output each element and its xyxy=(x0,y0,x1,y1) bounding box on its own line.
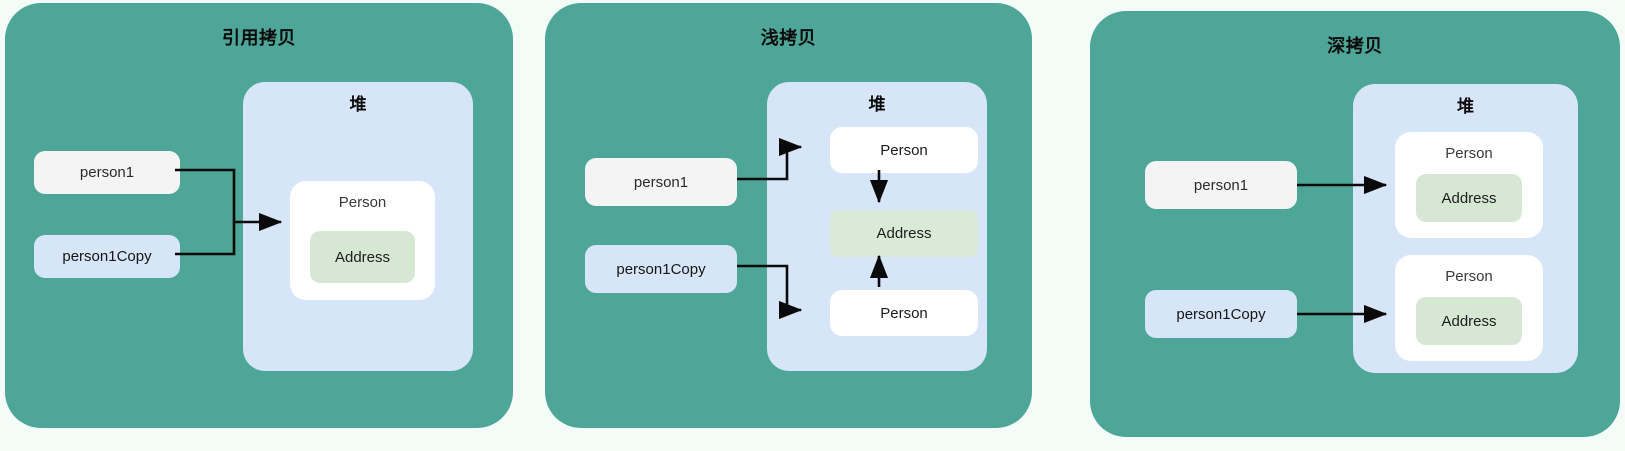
variable-person1copy: person1Copy xyxy=(1145,290,1297,338)
panel-reference-copy: 引用拷贝 堆 Person Address person1 person1Cop… xyxy=(5,3,513,428)
person-object-card-top: Person Address xyxy=(1395,132,1543,238)
person-object-card: Person Address xyxy=(290,181,435,300)
address-field: Address xyxy=(310,231,415,283)
person-object-top: Person xyxy=(830,127,978,173)
variable-person1copy: person1Copy xyxy=(585,245,737,293)
variable-person1: person1 xyxy=(34,151,180,194)
heap-region: 堆 Person Address Person xyxy=(767,82,987,371)
person-object-card-bottom: Person Address xyxy=(1395,255,1543,361)
heap-region: 堆 Person Address xyxy=(243,82,473,371)
variable-person1: person1 xyxy=(1145,161,1297,209)
person-card-title: Person xyxy=(338,194,387,211)
address-field: Address xyxy=(1416,297,1522,345)
panel-title: 引用拷贝 xyxy=(222,28,296,48)
person-object-bottom: Person xyxy=(830,290,978,336)
panel-deep-copy: 深拷贝 堆 Person Address Person Address pers… xyxy=(1090,11,1620,437)
person-card-title: Person xyxy=(1445,145,1493,162)
panel-title: 浅拷贝 xyxy=(760,28,817,48)
heap-label: 堆 xyxy=(1457,97,1474,116)
heap-label: 堆 xyxy=(349,95,367,114)
panel-title: 深拷贝 xyxy=(1327,36,1383,56)
person-card-title: Person xyxy=(1445,268,1493,285)
variable-person1copy: person1Copy xyxy=(34,235,180,278)
shared-address-object: Address xyxy=(830,210,978,257)
panel-shallow-copy: 浅拷贝 堆 Person Address Person person1 pers… xyxy=(545,3,1032,428)
heap-region: 堆 Person Address Person Address xyxy=(1353,84,1578,373)
variable-person1: person1 xyxy=(585,158,737,206)
heap-label: 堆 xyxy=(868,95,886,114)
address-field: Address xyxy=(1416,174,1522,222)
